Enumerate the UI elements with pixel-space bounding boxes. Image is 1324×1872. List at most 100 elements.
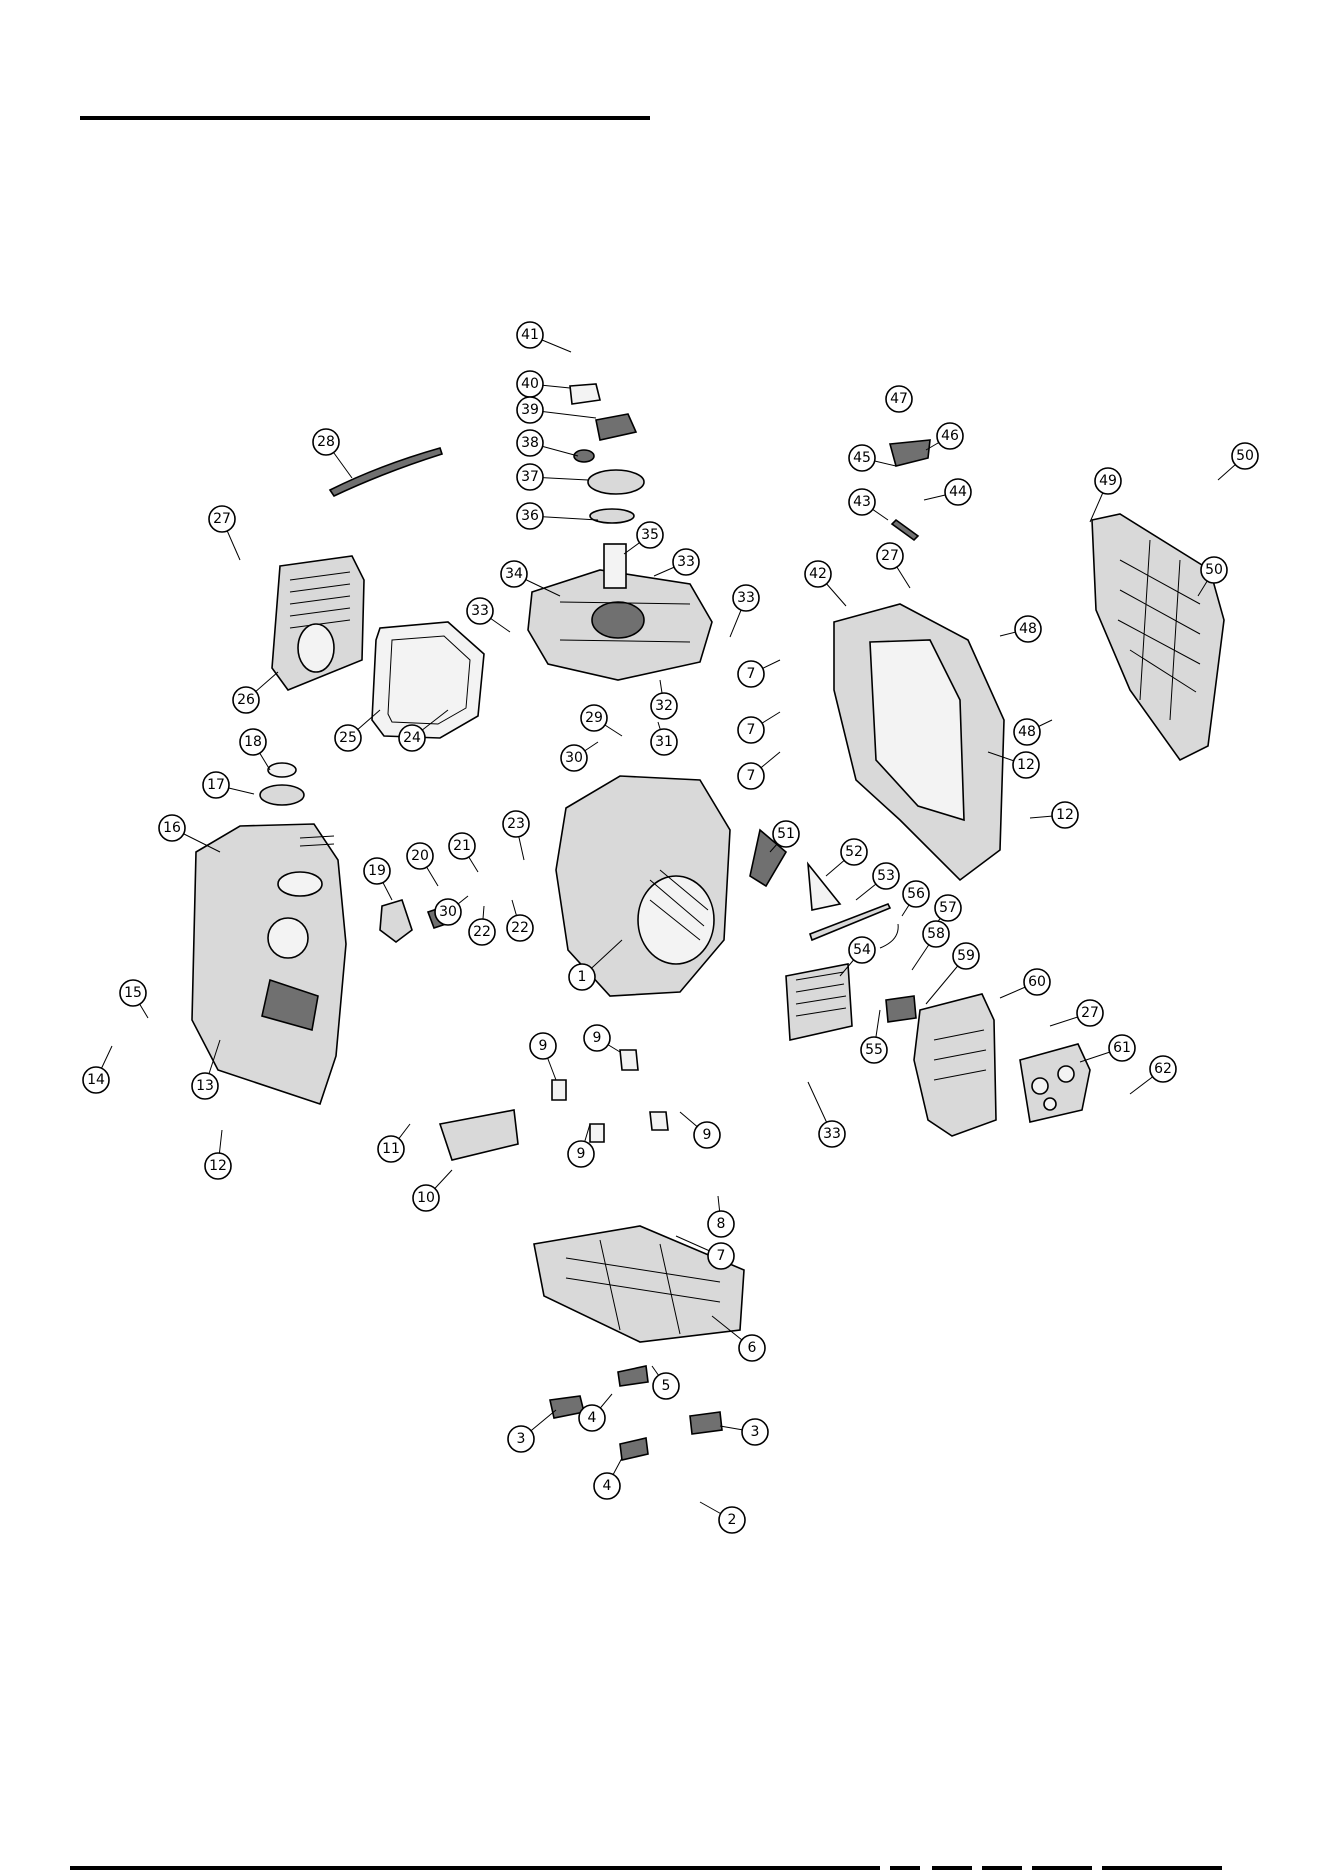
callout-label: 20 <box>411 848 429 864</box>
callout-label: 7 <box>747 722 756 738</box>
callout-c31: 31 <box>651 729 677 755</box>
callout-c29: 29 <box>581 705 607 731</box>
callout-c12b: 12 <box>1013 752 1039 778</box>
part-handle-strip <box>330 448 442 496</box>
callout-label: 10 <box>417 1190 435 1206</box>
callout-label: 40 <box>521 376 539 392</box>
callout-label: 30 <box>439 904 457 920</box>
callout-label: 51 <box>777 826 795 842</box>
callout-label: 28 <box>317 434 335 450</box>
callout-c48a: 48 <box>1015 616 1041 642</box>
callout-label: 47 <box>890 391 908 407</box>
callout-label: 42 <box>809 566 827 582</box>
part-latch-plate <box>890 440 930 466</box>
callout-label: 9 <box>703 1127 712 1143</box>
callout-label: 38 <box>521 435 539 451</box>
callout-c16: 16 <box>159 815 185 841</box>
callout-c49: 49 <box>1095 468 1121 494</box>
callout-label: 2 <box>728 1512 737 1528</box>
callout-c20: 20 <box>407 843 433 869</box>
callout-label: 22 <box>473 924 491 940</box>
callout-label: 23 <box>507 816 525 832</box>
callout-c9a: 9 <box>530 1033 556 1059</box>
callout-c62: 62 <box>1150 1056 1176 1082</box>
callout-c56: 56 <box>903 881 929 907</box>
callout-c54: 54 <box>849 937 875 963</box>
callout-c34: 34 <box>501 561 527 587</box>
part-bracket-9a <box>552 1080 566 1100</box>
callout-label: 32 <box>655 698 673 714</box>
callout-c27b: 27 <box>877 543 903 569</box>
callout-label: 34 <box>505 566 523 582</box>
callout-c5: 5 <box>653 1373 679 1399</box>
callout-label: 21 <box>453 838 471 854</box>
callout-label: 26 <box>237 692 255 708</box>
callout-c22a: 22 <box>507 915 533 941</box>
callout-c50b: 50 <box>1201 557 1227 583</box>
callout-c58: 58 <box>923 921 949 947</box>
part-grille-cover <box>1092 514 1224 760</box>
callout-c28: 28 <box>313 429 339 455</box>
callout-c60: 60 <box>1024 969 1050 995</box>
callout-label: 61 <box>1113 1040 1131 1056</box>
callout-label: 57 <box>939 900 957 916</box>
callout-label: 24 <box>403 730 421 746</box>
callout-c55: 55 <box>861 1037 887 1063</box>
callout-label: 5 <box>662 1378 671 1394</box>
callout-c22b: 22 <box>469 919 495 945</box>
callout-c61: 61 <box>1109 1035 1135 1061</box>
callout-label: 59 <box>957 948 975 964</box>
callout-label: 41 <box>521 327 539 343</box>
callout-c45: 45 <box>849 445 875 471</box>
callout-label: 9 <box>577 1146 586 1162</box>
callout-c7a: 7 <box>738 661 764 687</box>
callout-c27c: 27 <box>1077 1000 1103 1026</box>
callout-label: 17 <box>207 777 225 793</box>
callout-label: 22 <box>511 920 529 936</box>
part-wire <box>880 924 898 948</box>
callout-label: 18 <box>244 734 262 750</box>
callout-c3b: 3 <box>742 1419 768 1445</box>
callout-label: 9 <box>539 1038 548 1054</box>
callout-label: 25 <box>339 730 357 746</box>
callout-c23: 23 <box>503 811 529 837</box>
callout-label: 45 <box>853 450 871 466</box>
callout-c33b: 33 <box>467 598 493 624</box>
callout-c39: 39 <box>517 397 543 423</box>
callout-label: 14 <box>87 1072 105 1088</box>
callout-c35: 35 <box>637 522 663 548</box>
callout-c3a: 3 <box>508 1426 534 1452</box>
callout-label: 27 <box>213 511 231 527</box>
callout-label: 12 <box>1017 757 1035 773</box>
callout-label: 50 <box>1205 562 1223 578</box>
callout-c27a: 27 <box>209 506 235 532</box>
callout-c13: 13 <box>192 1073 218 1099</box>
callout-label: 4 <box>588 1410 597 1426</box>
callout-label: 48 <box>1018 724 1036 740</box>
callout-label: 39 <box>521 402 539 418</box>
callout-c33a: 33 <box>673 549 699 575</box>
callout-label: 13 <box>196 1078 214 1094</box>
callout-label: 7 <box>747 768 756 784</box>
part-seal-ring <box>268 763 296 777</box>
callout-c43: 43 <box>849 489 875 515</box>
callout-label: 12 <box>1056 807 1074 823</box>
part-control-box <box>886 996 916 1022</box>
callout-label: 31 <box>655 734 673 750</box>
part-filter-ring <box>590 509 634 523</box>
callout-c15: 15 <box>120 980 146 1006</box>
callout-c12c: 12 <box>1052 802 1078 828</box>
callout-label: 56 <box>907 886 925 902</box>
part-bracket-19 <box>380 900 412 942</box>
callout-c33d: 33 <box>819 1121 845 1147</box>
callout-c18: 18 <box>240 729 266 755</box>
callout-c9d: 9 <box>694 1122 720 1148</box>
callout-label: 3 <box>517 1431 526 1447</box>
part-front-frame <box>834 604 1004 880</box>
callout-c30a: 30 <box>561 745 587 771</box>
callout-label: 3 <box>751 1424 760 1440</box>
callout-label: 15 <box>124 985 142 1001</box>
part-cap-seat <box>588 470 644 494</box>
callout-label: 53 <box>877 868 895 884</box>
callout-c12a: 12 <box>205 1153 231 1179</box>
